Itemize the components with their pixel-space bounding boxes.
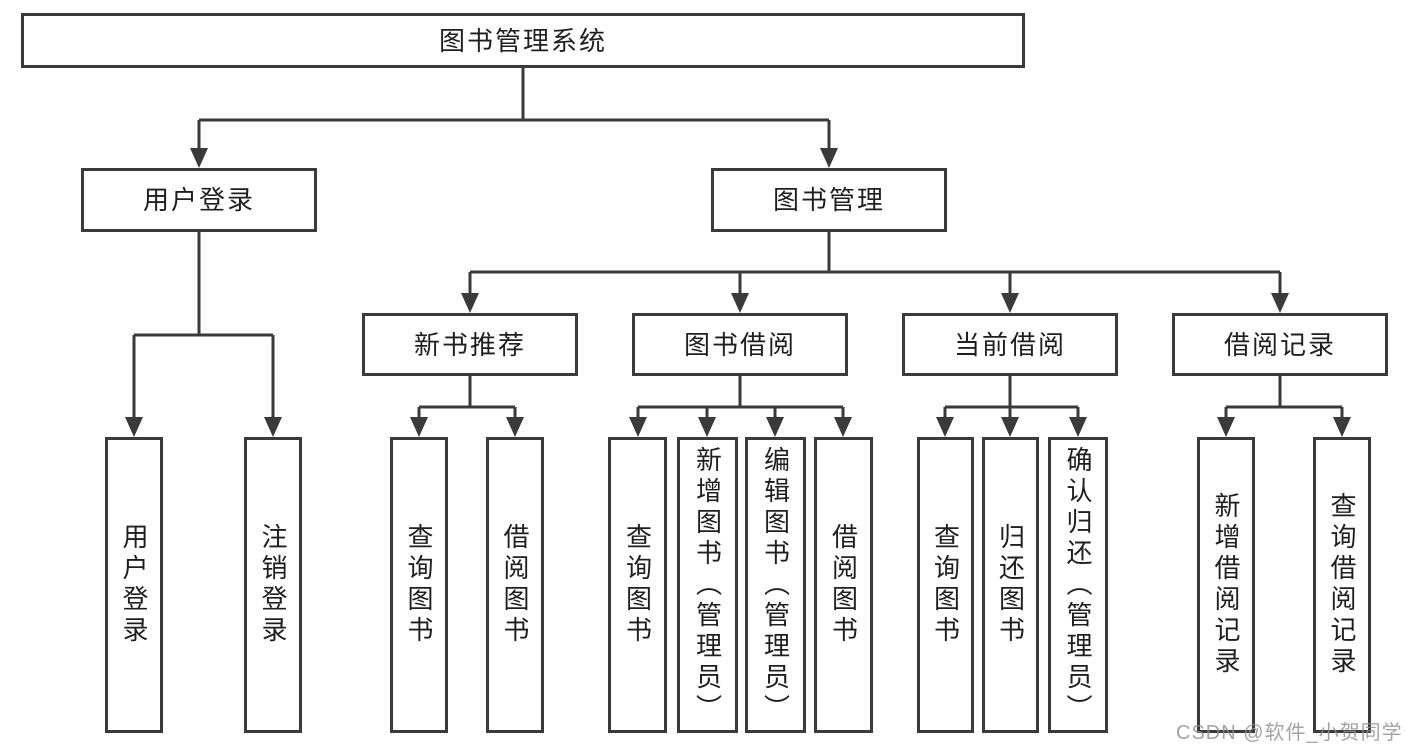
arrowhead [506, 417, 524, 437]
leaf-bb-borrow-book: 借阅图书 [814, 437, 873, 733]
arrowhead [190, 148, 208, 168]
node-root: 图书管理系统 [21, 13, 1025, 68]
leaf-bb-edit-book-admin: 编辑图书（管理员） [745, 437, 806, 733]
leaf-cb-return-book: 归还图书 [982, 437, 1039, 733]
leaf-logout: 注销登录 [244, 437, 302, 733]
arrowhead [1217, 417, 1235, 437]
leaf-bb-add-book-admin: 新增图书（管理员） [677, 437, 738, 733]
arrowhead [461, 293, 479, 313]
leaf-br-add-record: 新增借阅记录 [1197, 437, 1255, 733]
arrowhead [766, 417, 784, 437]
leaf-bb-query-book: 查询图书 [608, 437, 667, 733]
leaf-cb-query-book: 查询图书 [917, 437, 974, 733]
node-borrow-record: 借阅记录 [1172, 313, 1388, 376]
arrowhead [1001, 417, 1019, 437]
leaf-br-query-record: 查询借阅记录 [1313, 437, 1371, 733]
leaf-user-login: 用户登录 [105, 437, 163, 733]
node-current-borrow: 当前借阅 [902, 313, 1118, 376]
arrowhead [834, 417, 852, 437]
arrowhead [820, 148, 838, 168]
arrowhead [698, 417, 716, 437]
arrowhead [936, 417, 954, 437]
node-book-borrow: 图书借阅 [632, 313, 848, 376]
arrowhead [1333, 417, 1351, 437]
leaf-cb-confirm-return-admin: 确认归还（管理员） [1048, 437, 1108, 733]
node-user-login: 用户登录 [81, 168, 317, 232]
leaf-nb-borrow-book: 借阅图书 [486, 437, 544, 733]
csdn-watermark: CSDN @软件_小贺同学 [1176, 722, 1403, 744]
arrowhead [1069, 417, 1087, 437]
leaf-nb-query-book: 查询图书 [390, 437, 448, 733]
arrowhead [1001, 293, 1019, 313]
arrowhead [629, 417, 647, 437]
arrowhead [1271, 293, 1289, 313]
node-book-management: 图书管理 [711, 168, 947, 232]
arrowhead [410, 417, 428, 437]
arrowhead [264, 417, 282, 437]
arrowhead [125, 417, 143, 437]
node-new-book-recommend: 新书推荐 [362, 313, 578, 376]
arrowhead [731, 293, 749, 313]
